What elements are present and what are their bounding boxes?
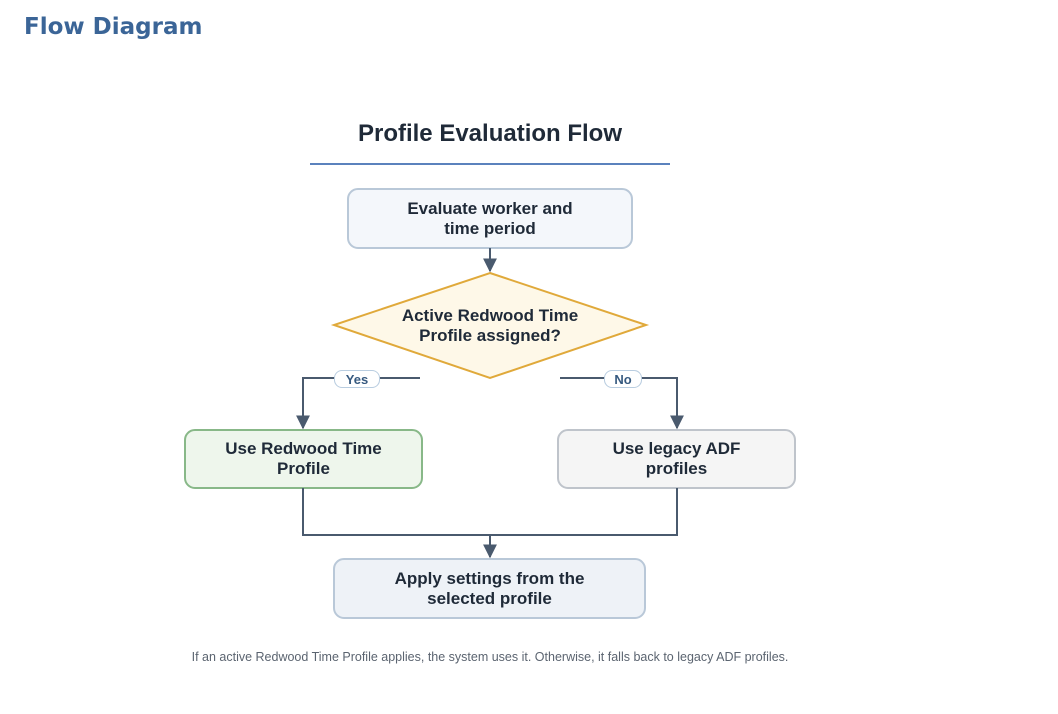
title-underline bbox=[310, 163, 670, 165]
connector-merge bbox=[302, 488, 678, 536]
page-heading: Flow Diagram bbox=[24, 14, 203, 40]
connector-yes bbox=[296, 377, 420, 430]
decision-node bbox=[330, 271, 650, 380]
end-node bbox=[333, 558, 646, 619]
yes-branch-node-label: Use Redwood Time Profile bbox=[225, 439, 382, 478]
decision-node-label: Active Redwood Time Profile assigned? bbox=[401, 306, 579, 345]
start-node-label: Evaluate worker and time period bbox=[407, 198, 573, 238]
no-branch-node-label: Use legacy ADF profiles bbox=[612, 439, 741, 478]
end-node-label: Apply settings from the selected profile bbox=[394, 568, 585, 608]
connector-no bbox=[560, 377, 684, 430]
no-edge-label: No bbox=[604, 370, 642, 388]
diagram-caption: If an active Redwood Time Profile applie… bbox=[191, 650, 789, 664]
diagram-title: Profile Evaluation Flow bbox=[357, 120, 623, 147]
yes-edge-label: Yes bbox=[334, 370, 380, 388]
